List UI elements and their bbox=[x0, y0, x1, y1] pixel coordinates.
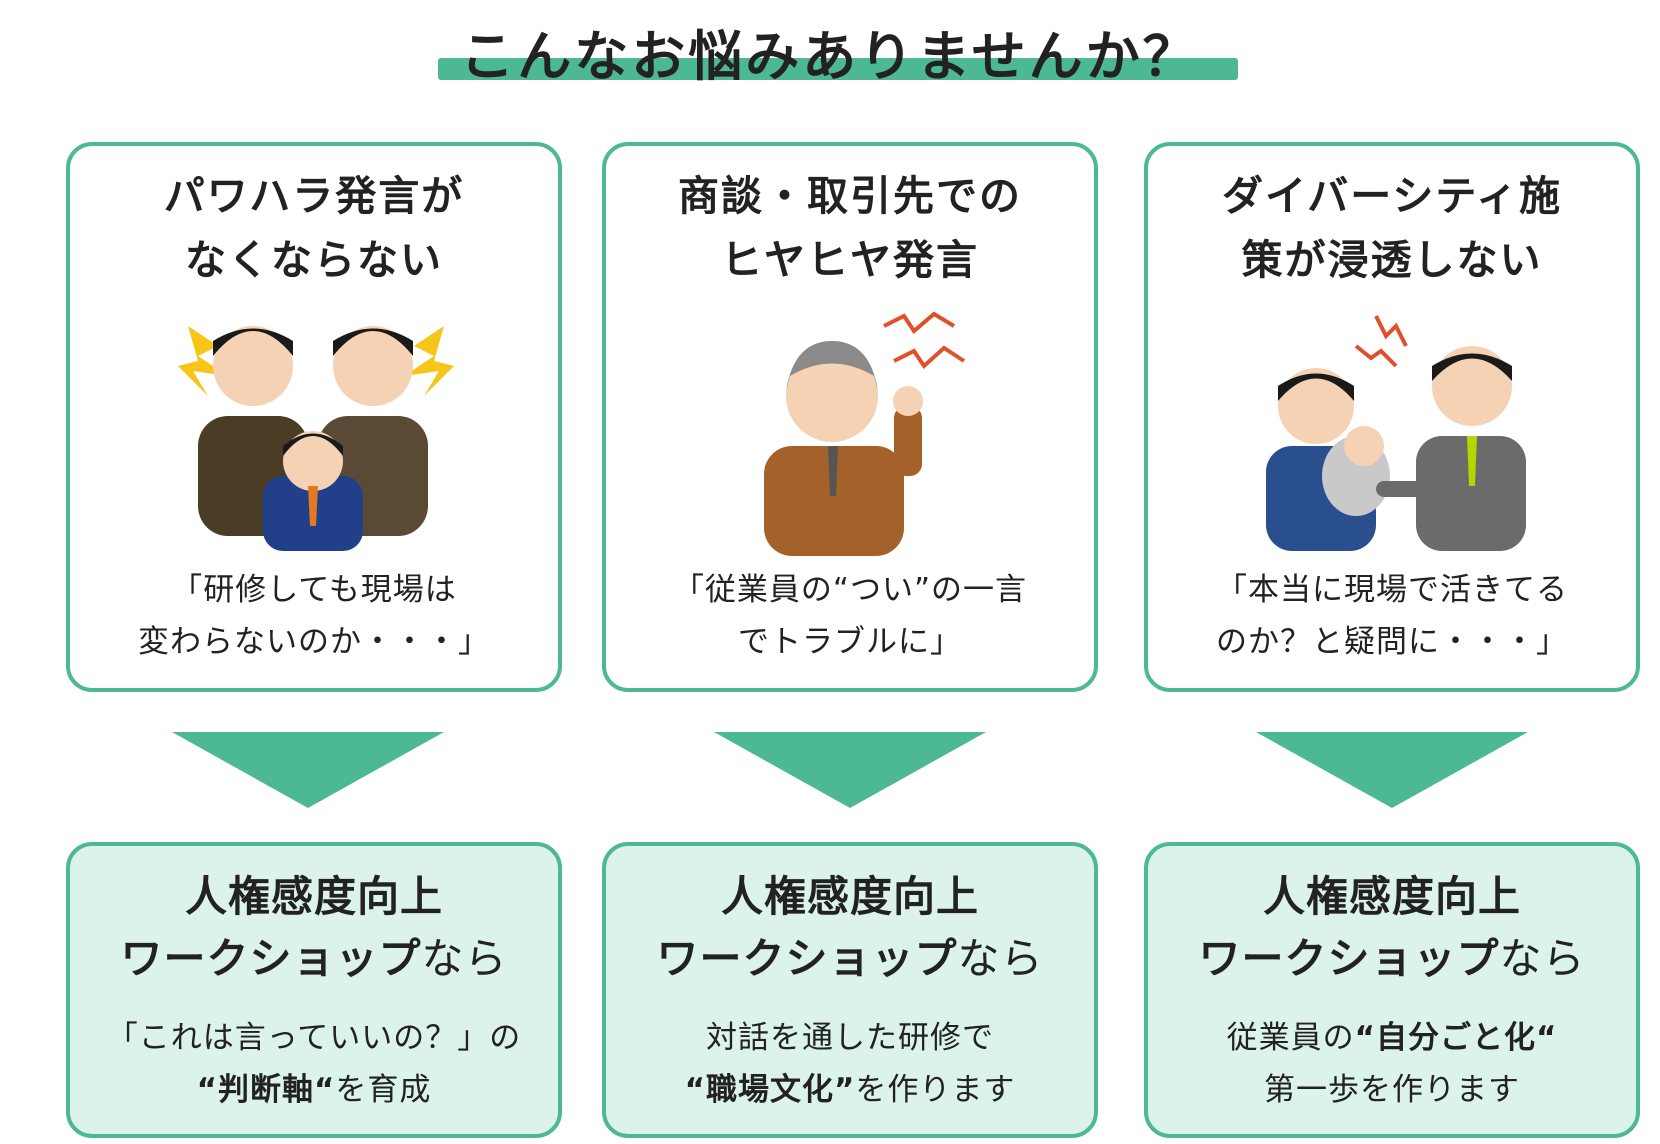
solution-text: 対話を通した研修で “職場文化”を作ります bbox=[606, 1012, 1094, 1116]
solution-heading-line: ワークショップなら bbox=[70, 928, 558, 990]
workshop-label: ワークショップ bbox=[656, 934, 958, 983]
header: こんなお悩みありませんか？ bbox=[0, 0, 1660, 90]
solution-text-line: 第一歩を作ります bbox=[1148, 1064, 1636, 1116]
problem-heading-line: 策が浸透しない bbox=[1241, 236, 1543, 284]
solution-heading-line: 人権感度向上 bbox=[1262, 872, 1521, 921]
workshop-suffix: なら bbox=[421, 934, 508, 983]
problem-quote-line: 「研修しても現場は bbox=[171, 572, 457, 608]
solution-text-part: 「これは言っていいの？」の bbox=[106, 1020, 522, 1056]
problem-card-2: 商談・取引先での ヒヤヒヤ発言 「従業員の“つい”の一言 でトラブルに」 bbox=[602, 142, 1098, 692]
down-arrow-icon bbox=[172, 732, 444, 808]
solution-text: 「これは言っていいの？」の “判断軸“を育成 bbox=[70, 1012, 558, 1116]
solution-text-part: 第一歩を作ります bbox=[1264, 1072, 1520, 1108]
solution-text-line: 「これは言っていいの？」の bbox=[70, 1012, 558, 1064]
down-arrow-icon bbox=[1256, 732, 1528, 808]
solution-text-part: 従業員の bbox=[1226, 1020, 1355, 1056]
problem-heading: ダイバーシティ施 策が浸透しない bbox=[1148, 164, 1636, 292]
solution-heading: 人権感度向上 ワークショップなら bbox=[1148, 866, 1636, 990]
problem-heading-line: 商談・取引先での bbox=[678, 172, 1022, 220]
solution-text-line: 従業員の“自分ごと化“ bbox=[1148, 1012, 1636, 1064]
problem-quote: 「従業員の“つい”の一言 でトラブルに」 bbox=[606, 564, 1094, 668]
solution-heading-line: 人権感度向上 bbox=[720, 872, 979, 921]
solution-heading-line: ワークショップなら bbox=[1148, 928, 1636, 990]
solution-card-2: 人権感度向上 ワークショップなら 対話を通した研修で “職場文化”を作ります bbox=[602, 842, 1098, 1138]
solution-text-part: を育成 bbox=[335, 1072, 432, 1108]
solution-text-part: を作ります bbox=[855, 1072, 1016, 1108]
solution-card-3: 人権感度向上 ワークショップなら 従業員の“自分ごと化“ 第一歩を作ります bbox=[1144, 842, 1640, 1138]
workshop-label: ワークショップ bbox=[120, 934, 422, 983]
down-arrow-icon bbox=[714, 732, 986, 808]
page-title: こんなお悩みありませんか？ bbox=[460, 25, 1200, 88]
problem-heading-line: なくならない bbox=[185, 236, 443, 284]
solution-text-line: “判断軸“を育成 bbox=[70, 1064, 558, 1116]
problem-quote-line: でトラブルに」 bbox=[738, 624, 962, 660]
solution-heading: 人権感度向上 ワークショップなら bbox=[606, 866, 1094, 990]
solution-text-part: 対話を通した研修で bbox=[706, 1020, 994, 1056]
solution-heading-line: ワークショップなら bbox=[606, 928, 1094, 990]
problem-heading: パワハラ発言が なくならない bbox=[70, 164, 558, 292]
angry-man-illustration bbox=[764, 311, 966, 556]
workshop-suffix: なら bbox=[1499, 934, 1586, 983]
solution-keyword: “職場文化” bbox=[684, 1072, 856, 1108]
workshop-label: ワークショップ bbox=[1198, 934, 1500, 983]
problem-quote: 「本当に現場で活きてる のか？と疑問に・・・」 bbox=[1148, 564, 1636, 668]
problem-quote-line: 変わらないのか・・・」 bbox=[138, 624, 490, 660]
solution-text: 従業員の“自分ごと化“ 第一歩を作ります bbox=[1148, 1012, 1636, 1116]
solution-keyword: “判断軸“ bbox=[196, 1072, 336, 1108]
solution-text-line: 対話を通した研修で bbox=[606, 1012, 1094, 1064]
solution-card-1: 人権感度向上 ワークショップなら 「これは言っていいの？」の “判断軸“を育成 bbox=[66, 842, 562, 1138]
problem-heading-line: ダイバーシティ施 bbox=[1222, 172, 1562, 220]
problem-card-3: ダイバーシティ施 策が浸透しない 「本当に現場で活きてる のか？と疑問に・・・」 bbox=[1144, 142, 1640, 692]
problem-card-1: パワハラ発言が なくならない 「研修しても現場は 変わらないのか・・・」 bbox=[66, 142, 562, 692]
solution-heading: 人権感度向上 ワークショップなら bbox=[70, 866, 558, 990]
solution-keyword: “自分ごと化“ bbox=[1354, 1020, 1558, 1056]
workshop-suffix: なら bbox=[957, 934, 1044, 983]
title-underline-bar bbox=[438, 58, 1238, 80]
diversity-illustration bbox=[1266, 315, 1526, 551]
solution-text-line: “職場文化”を作ります bbox=[606, 1064, 1094, 1116]
problem-quote-line: 「本当に現場で活きてる bbox=[1216, 572, 1568, 608]
problem-quote: 「研修しても現場は 変わらないのか・・・」 bbox=[70, 564, 558, 668]
problem-quote-line: のか？と疑問に・・・」 bbox=[1216, 624, 1568, 660]
problem-quote-line: 「従業員の“つい”の一言 bbox=[672, 572, 1028, 608]
solution-heading-line: 人権感度向上 bbox=[184, 872, 443, 921]
problem-heading-line: パワハラ発言が bbox=[163, 172, 465, 220]
problem-heading-line: ヒヤヒヤ発言 bbox=[721, 236, 979, 284]
harassment-illustration bbox=[178, 326, 454, 551]
problem-heading: 商談・取引先での ヒヤヒヤ発言 bbox=[606, 164, 1094, 292]
